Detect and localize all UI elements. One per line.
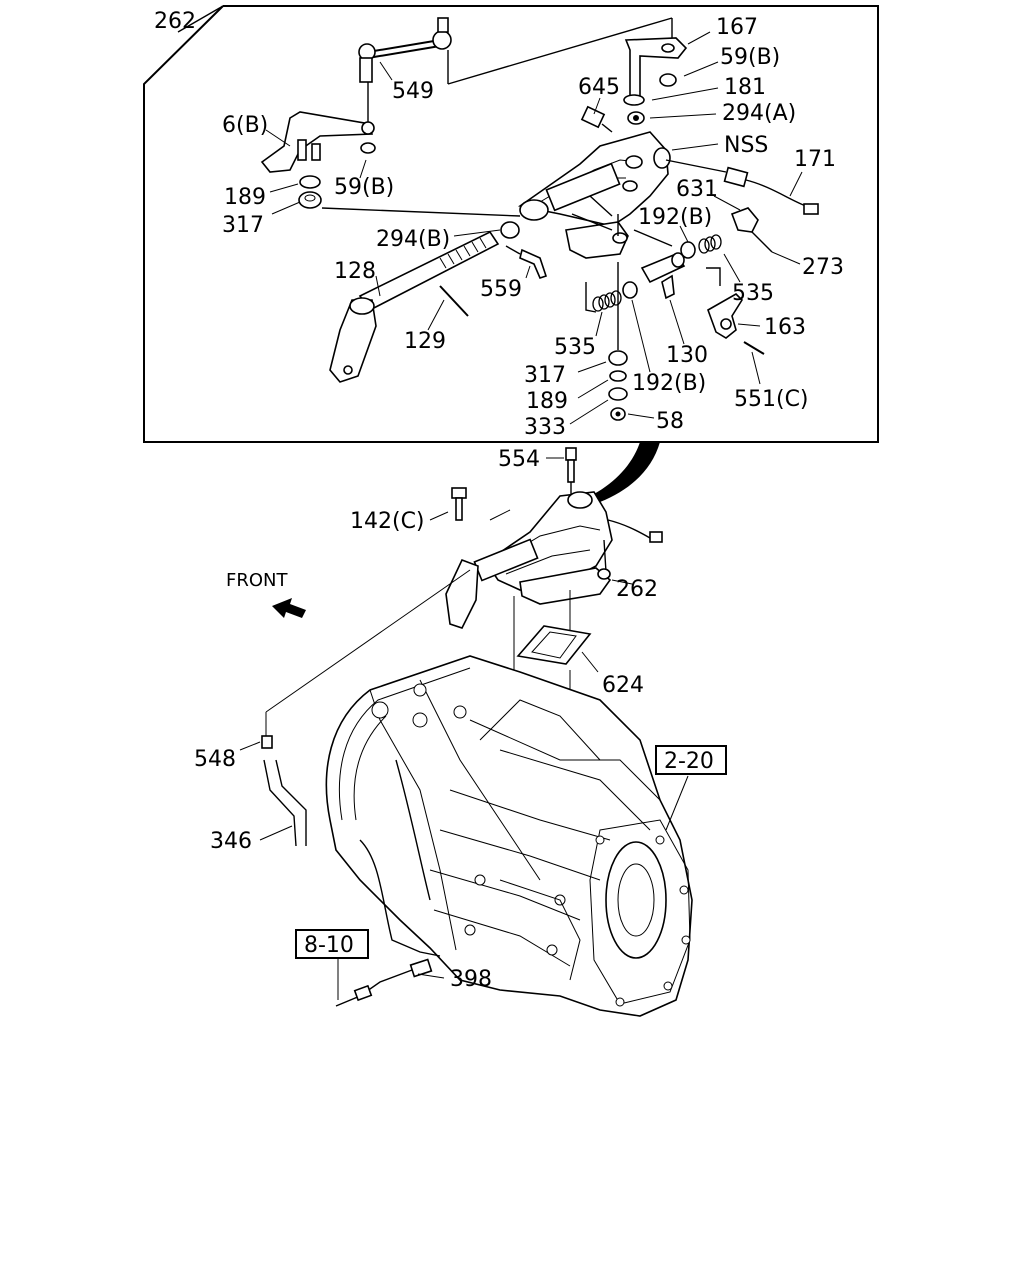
sensor-398 bbox=[335, 958, 445, 1007]
callout-549: 549 bbox=[392, 79, 434, 104]
reference-2-20-label[interactable]: 2-20 bbox=[664, 749, 714, 774]
bolt-554 bbox=[546, 447, 577, 494]
lower-callouts: 554 142(C) 262 624 548 346 398 2-20 8-10 bbox=[194, 447, 714, 992]
inset-frame bbox=[143, 5, 879, 443]
callout-551c: 551(C) bbox=[734, 387, 809, 412]
reference-8-10-label[interactable]: 8-10 bbox=[304, 933, 354, 958]
callout-624: 624 bbox=[602, 673, 644, 698]
callout-317-b: 317 bbox=[524, 363, 566, 388]
assembled-housing-262 bbox=[445, 491, 663, 629]
callout-59b-b: 59(B) bbox=[334, 175, 394, 200]
callout-129: 129 bbox=[404, 329, 446, 354]
callout-192b-b: 192(B) bbox=[632, 371, 706, 396]
callout-273: 273 bbox=[802, 255, 844, 280]
transmission-case bbox=[325, 655, 693, 1017]
callout-294b: 294(B) bbox=[376, 227, 450, 252]
callout-128: 128 bbox=[334, 259, 376, 284]
breather-548 bbox=[239, 735, 273, 751]
washers-bottom bbox=[608, 262, 628, 421]
bolt-142c bbox=[429, 487, 467, 521]
gasket-624 bbox=[516, 625, 599, 673]
callout-317-a: 317 bbox=[222, 213, 264, 238]
connector-273 bbox=[730, 207, 773, 253]
lever-167 bbox=[624, 37, 688, 97]
bracket-6b bbox=[260, 111, 376, 173]
zoom-arrow bbox=[586, 442, 660, 502]
switch-631 bbox=[665, 159, 819, 215]
callout-167: 167 bbox=[716, 15, 758, 40]
shift-shaft-128 bbox=[329, 221, 520, 383]
callout-142c: 142(C) bbox=[350, 509, 425, 534]
front-arrow-icon bbox=[272, 598, 306, 618]
callout-189-b: 189 bbox=[526, 389, 568, 414]
callout-548: 548 bbox=[194, 747, 236, 772]
callout-294a: 294(A) bbox=[722, 101, 796, 126]
inset-callouts: 262 167 59(B) 549 645 181 294(A) 6(B) NS… bbox=[154, 9, 844, 440]
callout-163: 163 bbox=[764, 315, 806, 340]
callout-559: 559 bbox=[480, 277, 522, 302]
front-indicator: FRONT bbox=[226, 570, 306, 618]
washers-left bbox=[298, 175, 521, 217]
reference-2-20[interactable] bbox=[655, 745, 727, 831]
callout-262-mid: 262 bbox=[616, 577, 658, 602]
spring-535-right bbox=[698, 234, 722, 286]
callout-535-b: 535 bbox=[554, 335, 596, 360]
callout-398: 398 bbox=[450, 967, 492, 992]
spring-535-left bbox=[585, 282, 622, 313]
callout-631: 631 bbox=[676, 177, 718, 202]
bolt-559 bbox=[505, 245, 548, 279]
link-rod-549 bbox=[358, 17, 673, 126]
callout-554: 554 bbox=[498, 447, 540, 472]
callout-59b-a: 59(B) bbox=[720, 45, 780, 70]
callout-171: 171 bbox=[794, 147, 836, 172]
callout-645: 645 bbox=[578, 75, 620, 100]
callout-192b-a: 192(B) bbox=[638, 205, 712, 230]
pin-130 bbox=[640, 252, 686, 300]
callout-nss: NSS bbox=[724, 133, 768, 158]
pin-129 bbox=[439, 285, 469, 317]
reference-8-10[interactable] bbox=[295, 929, 369, 959]
callout-189-a: 189 bbox=[224, 185, 266, 210]
shift-housing bbox=[518, 131, 671, 259]
callout-58: 58 bbox=[656, 409, 684, 434]
small-parts-top bbox=[580, 94, 645, 133]
lever-163 bbox=[707, 293, 765, 355]
callout-333: 333 bbox=[524, 415, 566, 440]
callout-346: 346 bbox=[210, 829, 252, 854]
front-label: FRONT bbox=[226, 570, 288, 591]
callout-6b: 6(B) bbox=[222, 113, 268, 138]
callout-262-top: 262 bbox=[154, 9, 196, 34]
callout-130: 130 bbox=[666, 343, 708, 368]
leader-lines-inset bbox=[265, 31, 803, 425]
hose-346 bbox=[259, 759, 307, 847]
callout-181: 181 bbox=[724, 75, 766, 100]
callout-535-a: 535 bbox=[732, 281, 774, 306]
